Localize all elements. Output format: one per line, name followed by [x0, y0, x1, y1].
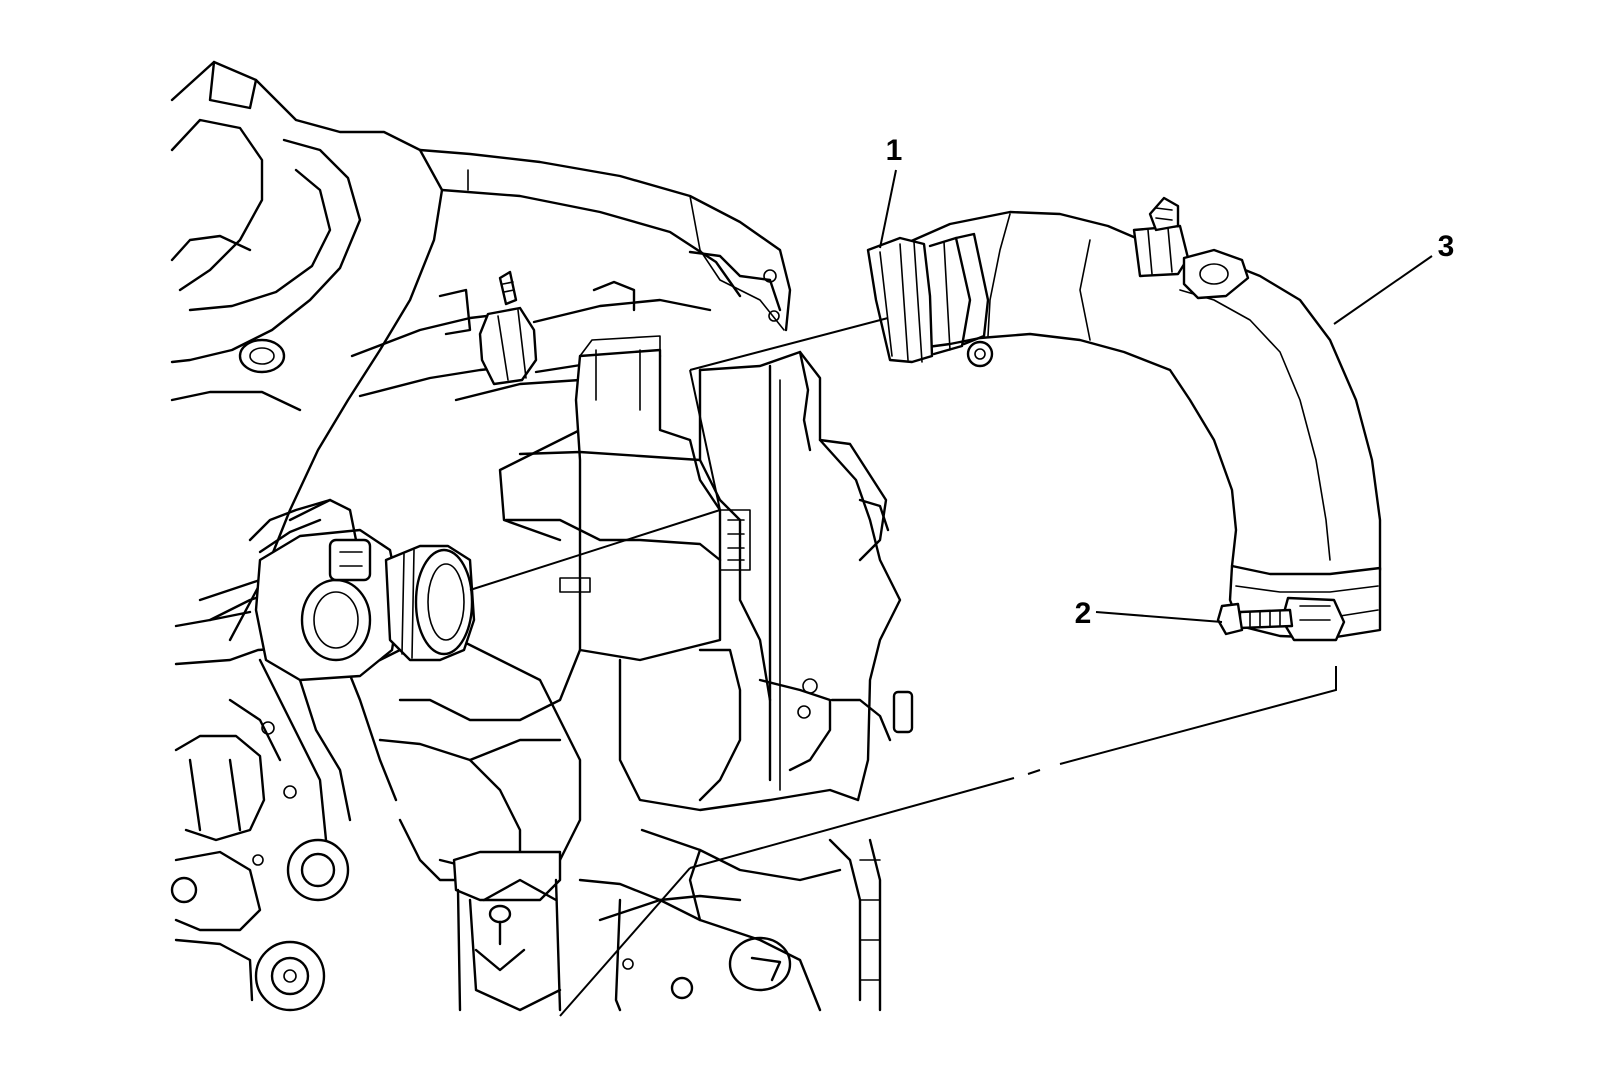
callout-1-label: 1 [886, 134, 903, 167]
alignment-lines [469, 317, 1337, 1017]
callout-3-label: 3 [1438, 230, 1455, 263]
throttle-body [254, 498, 476, 682]
clamp-bolt [1216, 602, 1294, 636]
callout-2-label: 2 [1075, 597, 1092, 630]
callout-3: 3 [1333, 230, 1455, 325]
callout-2: 2 [1075, 597, 1223, 630]
air-intake-duct [866, 196, 1382, 642]
engine-compartment-illustration [170, 60, 914, 1012]
callout-1: 1 [879, 134, 903, 249]
